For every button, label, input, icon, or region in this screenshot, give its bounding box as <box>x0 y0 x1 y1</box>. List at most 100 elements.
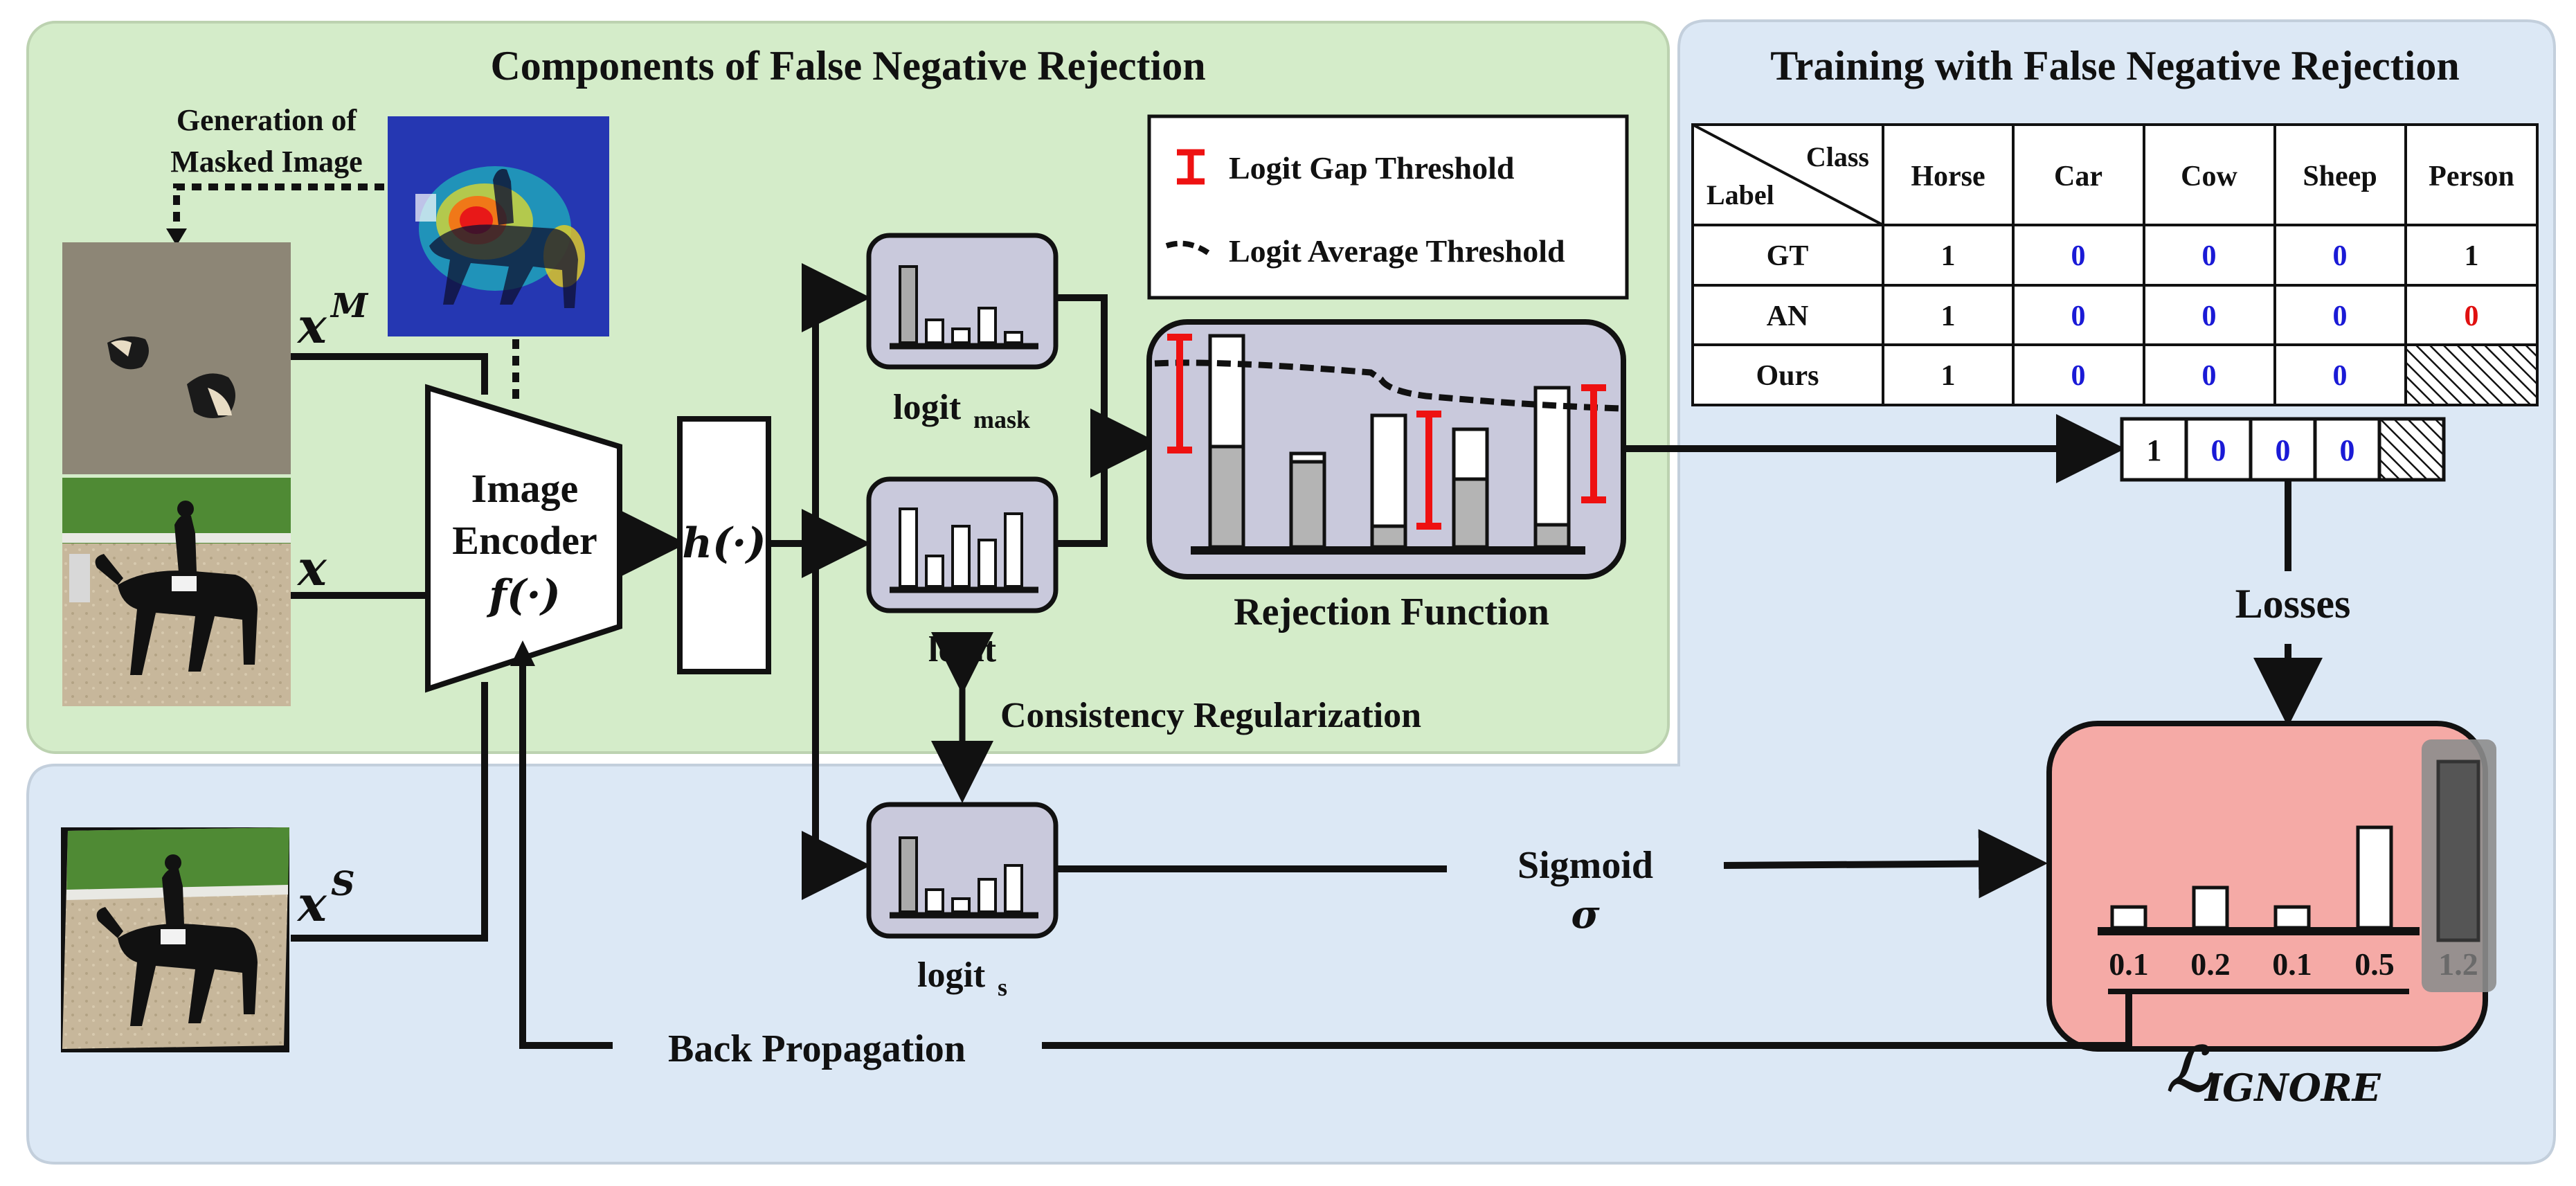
table-header-cow: Cow <box>2181 161 2237 192</box>
encoder-label-line1: Image <box>471 466 579 511</box>
encoder-function: f(·) <box>486 571 560 620</box>
logit-s-label: logit s <box>917 955 1007 1001</box>
loss-function-label: ℒ IGNORE <box>2167 1033 2381 1110</box>
table-corner-class: Class <box>1806 141 1869 172</box>
svg-text:x: x <box>296 297 327 354</box>
sigmoid-label: Sigmoid <box>1517 844 1653 887</box>
rejection-bars <box>1208 334 1571 549</box>
original-image <box>62 478 291 706</box>
loss-bar <box>2273 905 2311 930</box>
svg-text:logit: logit <box>917 955 986 995</box>
ignored-bar <box>2436 760 2480 942</box>
loss-bar <box>2110 905 2147 930</box>
cam-heatmap-image <box>388 116 609 336</box>
training-title: Training with False Negative Rejection <box>1770 43 2459 89</box>
svg-text:S: S <box>331 865 355 904</box>
loss-value: 0.1 <box>2272 946 2312 982</box>
table-cell: 0 <box>2071 360 2086 392</box>
label-vector-cell <box>2120 417 2188 482</box>
loss-value: 0.2 <box>2190 946 2231 982</box>
strong-augmented-image <box>61 827 289 1052</box>
encoder-label-line2: Encoder <box>452 518 597 563</box>
loss-value: 0.5 <box>2354 946 2395 982</box>
svg-text:ℒ: ℒ <box>2167 1033 2213 1105</box>
masked-image <box>62 242 291 474</box>
consistency-label: Consistency Regularization <box>1000 696 1421 735</box>
x-strong-line <box>291 682 488 942</box>
table-cell: 0 <box>2333 240 2348 272</box>
label-vector-value: 0 <box>2276 433 2291 467</box>
table-cell: 0 <box>2465 300 2479 332</box>
table-row-label-ours: Ours <box>1756 360 1819 392</box>
gap-threshold-icon <box>1177 149 1205 185</box>
label-vector-value: 0 <box>2211 433 2226 467</box>
table-row-label-an: AN <box>1767 300 1809 332</box>
logit-mask-box <box>866 233 1059 370</box>
label-vector-cell <box>2249 417 2317 482</box>
table-cell: 0 <box>2071 240 2086 272</box>
table-header-car: Car <box>2054 161 2102 192</box>
average-threshold-curve <box>1154 359 1621 412</box>
gap-threshold-label: Logit Gap Threshold <box>1229 150 1515 186</box>
table-cell: 1 <box>1941 240 1956 272</box>
generation-dotted-arrow <box>173 183 384 232</box>
loss-bar <box>2356 825 2393 930</box>
rejected-cell-hatch <box>2407 346 2536 404</box>
generation-label-line1: Generation of <box>177 103 358 137</box>
table-cell: 0 <box>2333 300 2348 332</box>
avg-threshold-icon <box>1165 240 1210 255</box>
sigmoid-symbol: σ <box>1571 892 1600 937</box>
table-header-sheep: Sheep <box>2303 161 2377 192</box>
backprop-path <box>519 658 2132 1049</box>
avg-threshold-label: Logit Average Threshold <box>1229 233 1565 269</box>
svg-text:M: M <box>330 287 369 325</box>
logit-bars <box>899 507 1023 588</box>
x-label: x <box>296 539 327 597</box>
logit-s-bars <box>899 836 1023 913</box>
logit-mask-label: logit mask <box>893 388 1030 433</box>
loss-value: 0.1 <box>2109 946 2149 982</box>
loss-value: 1.2 <box>2438 946 2478 982</box>
x-mask-label: x M <box>296 287 369 354</box>
table-cell: 0 <box>2202 360 2217 392</box>
logit-s-box <box>866 802 1059 939</box>
table-corner-label: Label <box>1706 179 1774 210</box>
svg-text:s: s <box>998 973 1007 1001</box>
generation-label-line2: Masked Image <box>170 145 362 179</box>
label-vector-value: 0 <box>2340 433 2355 467</box>
logit-mask-bars <box>899 265 1023 344</box>
label-vector-ignored-cell <box>2377 417 2446 482</box>
x-strong-label: x S <box>296 865 355 933</box>
table-row-label-gt: GT <box>1767 240 1809 272</box>
backprop-label: Back Propagation <box>668 1027 966 1070</box>
table-cell: 0 <box>2071 300 2086 332</box>
sigmoid-to-loss-arrow <box>1723 829 2048 899</box>
table-cell: 1 <box>1941 300 1956 332</box>
backprop-arrowhead <box>510 640 535 666</box>
svg-text:logit: logit <box>893 388 962 427</box>
table-cell: 1 <box>2465 240 2479 272</box>
losses-label: Losses <box>2235 581 2351 627</box>
x-mask-line <box>291 353 488 395</box>
projection-head-label: h(·) <box>682 519 766 568</box>
generation-arrowhead <box>166 228 187 246</box>
svg-text:x: x <box>296 875 327 933</box>
label-table <box>1691 123 2539 406</box>
label-vector-cell <box>2184 417 2253 482</box>
threshold-legend <box>1147 114 1629 300</box>
table-cell: 0 <box>2333 360 2348 392</box>
label-vector-value: 1 <box>2147 433 2162 467</box>
logit-label: logit <box>928 630 997 670</box>
svg-text:IGNORE: IGNORE <box>2204 1066 2381 1110</box>
projection-head-block <box>677 416 771 674</box>
table-cell: 0 <box>2202 240 2217 272</box>
rejection-label: Rejection Function <box>1234 591 1549 634</box>
components-title: Components of False Negative Rejection <box>490 43 1205 89</box>
table-header-person: Person <box>2429 161 2514 192</box>
loss-box <box>2046 721 2488 1052</box>
image-encoder-block <box>425 384 622 693</box>
table-header-horse: Horse <box>1911 161 1985 192</box>
table-cell: 1 <box>1941 360 1956 392</box>
svg-text:mask: mask <box>973 406 1030 433</box>
loss-bar <box>2192 886 2229 930</box>
